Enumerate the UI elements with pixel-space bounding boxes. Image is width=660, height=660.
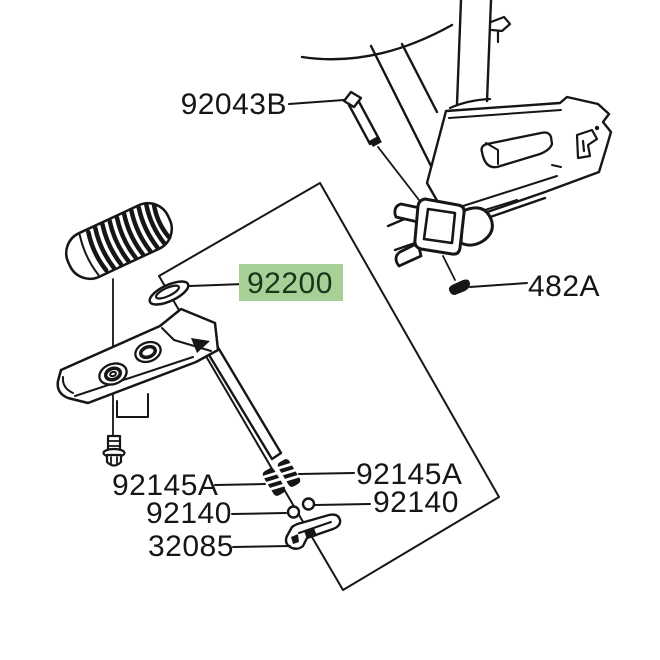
footpeg-boss-lower: [98, 362, 128, 386]
bracket-rivet-dot: [594, 125, 600, 131]
leader-92200: [189, 283, 245, 287]
callout-92140-right[interactable]: 92140: [373, 486, 459, 519]
frame-assembly-drawing: [300, 0, 613, 268]
clevis-pin-drawing: [342, 90, 420, 201]
frame-post-hook: [489, 15, 512, 44]
exploded-view-plane: [158, 182, 500, 591]
callout-482a[interactable]: 482A: [528, 270, 600, 303]
footpeg-pivot-rod: [201, 337, 283, 461]
callout-92145a-right[interactable]: 92145A: [356, 458, 462, 491]
leader-92043b: [288, 99, 345, 105]
leader-lines: [189, 99, 528, 548]
callout-92043b[interactable]: 92043B: [181, 88, 287, 121]
leader-92140-right: [314, 503, 371, 506]
ball-left: [286, 505, 301, 519]
washer-drawing: [148, 280, 190, 306]
ball-right: [301, 497, 316, 511]
clevis-lobe: [459, 206, 494, 247]
frame-tube: [369, 42, 439, 172]
rivet-axis-line: [442, 255, 456, 281]
pad-cap-line: [78, 234, 100, 276]
bolt-drawing: [102, 434, 126, 467]
washer-inner: [154, 284, 181, 300]
frame-arc: [300, 23, 454, 61]
leader-92140-left: [231, 512, 287, 515]
highlight-box: [239, 264, 343, 301]
bracket-cutout: [480, 131, 554, 169]
leader-92145a-right: [298, 472, 355, 475]
part-number-92145a-right[interactable]: 92145A: [356, 458, 462, 491]
pin-axis-line: [377, 146, 420, 201]
bracket-hook-detail: [575, 128, 599, 160]
part-number-482a[interactable]: 482A: [528, 270, 600, 303]
leader-32085: [232, 545, 291, 548]
lever-end-dark: [291, 534, 299, 544]
footpeg-hidden-flange: [116, 393, 149, 418]
bolt-head: [105, 453, 123, 467]
pad-ribs: [86, 202, 172, 273]
callout-32085[interactable]: 32085: [148, 530, 234, 563]
callout-92200-highlighted[interactable]: 92200: [239, 264, 343, 301]
footpeg-boss-upper: [134, 340, 162, 364]
bolt-head-facets: [110, 456, 118, 466]
footpeg-rubber-pad: [64, 201, 174, 281]
rivet-drawing: [442, 255, 470, 295]
part-number-92140-right[interactable]: 92140: [373, 486, 459, 519]
footpeg-base-drawing: [56, 307, 220, 418]
footpeg-recess: [191, 338, 210, 353]
rivet-482a: [448, 279, 470, 295]
washer-outer: [148, 280, 190, 306]
bolt-threads: [107, 440, 121, 447]
bracket-top-inner-edge: [448, 109, 562, 119]
clevis-upper-prong: [393, 202, 422, 224]
part-number-92140-left[interactable]: 92140: [146, 497, 232, 530]
spring-right: [276, 459, 301, 487]
pin-collar: [369, 136, 382, 147]
bracket-cutout-ledge: [485, 142, 499, 165]
part-number-92145a-left[interactable]: 92145A: [112, 469, 218, 502]
part-number-92043b[interactable]: 92043B: [181, 88, 287, 121]
callout-92140-left[interactable]: 92140: [146, 497, 232, 530]
spring-left: [261, 468, 286, 496]
clevis-inner: [422, 207, 457, 245]
pin-head: [342, 90, 363, 109]
frame-post-foot: [448, 97, 492, 110]
part-number-92200[interactable]: 92200: [247, 267, 333, 300]
leader-482a: [469, 282, 528, 288]
lever-pivot-dark: [304, 528, 317, 539]
lever-drawing: [284, 513, 342, 550]
leader-92145a-left: [214, 483, 266, 486]
clevis-lower-prong: [394, 241, 423, 268]
callout-92145a-left[interactable]: 92145A: [112, 469, 218, 502]
frame-post: [455, 0, 493, 106]
part-number-32085[interactable]: 32085: [148, 530, 234, 563]
clevis-body: [413, 197, 466, 256]
